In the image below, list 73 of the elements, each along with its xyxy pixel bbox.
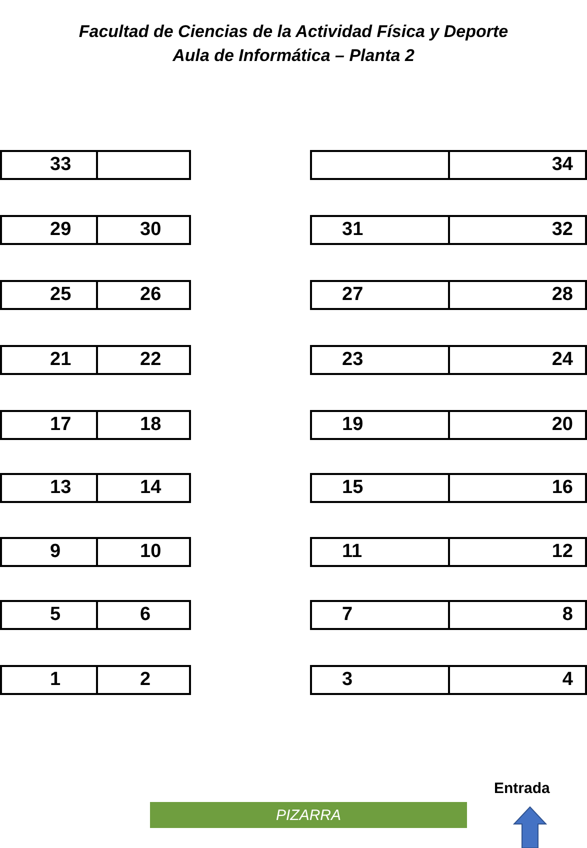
desk-box: [448, 345, 587, 375]
desk-box: [0, 150, 98, 180]
entrance-label: Entrada: [494, 780, 550, 797]
desk-box: [0, 215, 98, 245]
desk-number: 17: [50, 413, 72, 437]
desk-number: 30: [140, 218, 162, 242]
desk-number: 18: [140, 413, 162, 437]
desk-box: [0, 345, 98, 375]
desk-number: 6: [140, 603, 151, 627]
desk-number: 23: [342, 348, 364, 372]
desk-box: [448, 473, 587, 503]
desk-box: [310, 600, 450, 630]
desk-box: [448, 215, 587, 245]
desk-box: [448, 410, 587, 440]
desk-box: [0, 410, 98, 440]
blackboard-bar: PIZARRA: [150, 802, 467, 828]
desk-number: 22: [140, 348, 162, 372]
desk-number: 1: [50, 668, 61, 692]
desk-box: [96, 345, 191, 375]
desk-number: 10: [140, 540, 162, 564]
desk-number: 9: [50, 540, 61, 564]
desk-number: 34: [552, 153, 573, 177]
desk-number: 15: [342, 476, 364, 500]
title: Facultad de Ciencias de la Actividad Física y Deporte Aula de Informática – Planta 2: [78, 21, 510, 67]
desk-box: [448, 600, 587, 630]
desk-number: 12: [552, 540, 573, 564]
desk-box: [0, 473, 98, 503]
desk-number: 27: [342, 283, 364, 307]
desk-box: [310, 665, 450, 695]
desk-box: [96, 410, 191, 440]
desk-box: [96, 665, 191, 695]
desk-box: [448, 150, 587, 180]
desk-box: [310, 473, 450, 503]
desk-number: 3: [342, 668, 353, 692]
desk-number: 19: [342, 413, 364, 437]
desk-number: 28: [552, 283, 573, 307]
desk-box: [310, 345, 450, 375]
desk-box: [0, 280, 98, 310]
desk-number: 20: [552, 413, 573, 437]
desk-number: 5: [50, 603, 61, 627]
desk-number: 26: [140, 283, 162, 307]
desk-number: 29: [50, 218, 72, 242]
desk-number: 8: [562, 603, 573, 627]
desk-box: [448, 665, 587, 695]
desk-number: 33: [50, 153, 72, 177]
desk-box: [310, 215, 450, 245]
desk-box: [96, 473, 191, 503]
desk-box: [96, 150, 191, 180]
desk-number: 31: [342, 218, 364, 242]
desk-box: [448, 537, 587, 567]
desk-number: 25: [50, 283, 72, 307]
desk-number: 14: [140, 476, 162, 500]
desk-number: 32: [552, 218, 573, 242]
desk-number: 2: [140, 668, 151, 692]
desk-number: 13: [50, 476, 72, 500]
desk-box: [310, 150, 450, 180]
desk-box: [0, 600, 98, 630]
desk-box: [448, 280, 587, 310]
desk-box: [0, 537, 98, 567]
desk-number: 24: [552, 348, 573, 372]
desk-box: [96, 215, 191, 245]
desk-number: 16: [552, 476, 573, 500]
desk-box: [96, 280, 191, 310]
desk-box: [310, 410, 450, 440]
desk-box: [96, 537, 191, 567]
desk-box: [96, 600, 191, 630]
desk-number: 4: [562, 668, 573, 692]
desk-box: [0, 665, 98, 695]
desk-number: 11: [342, 540, 362, 564]
desk-number: 21: [50, 348, 72, 372]
desk-box: [310, 280, 450, 310]
desk-box: [310, 537, 450, 567]
desk-number: 7: [342, 603, 353, 627]
